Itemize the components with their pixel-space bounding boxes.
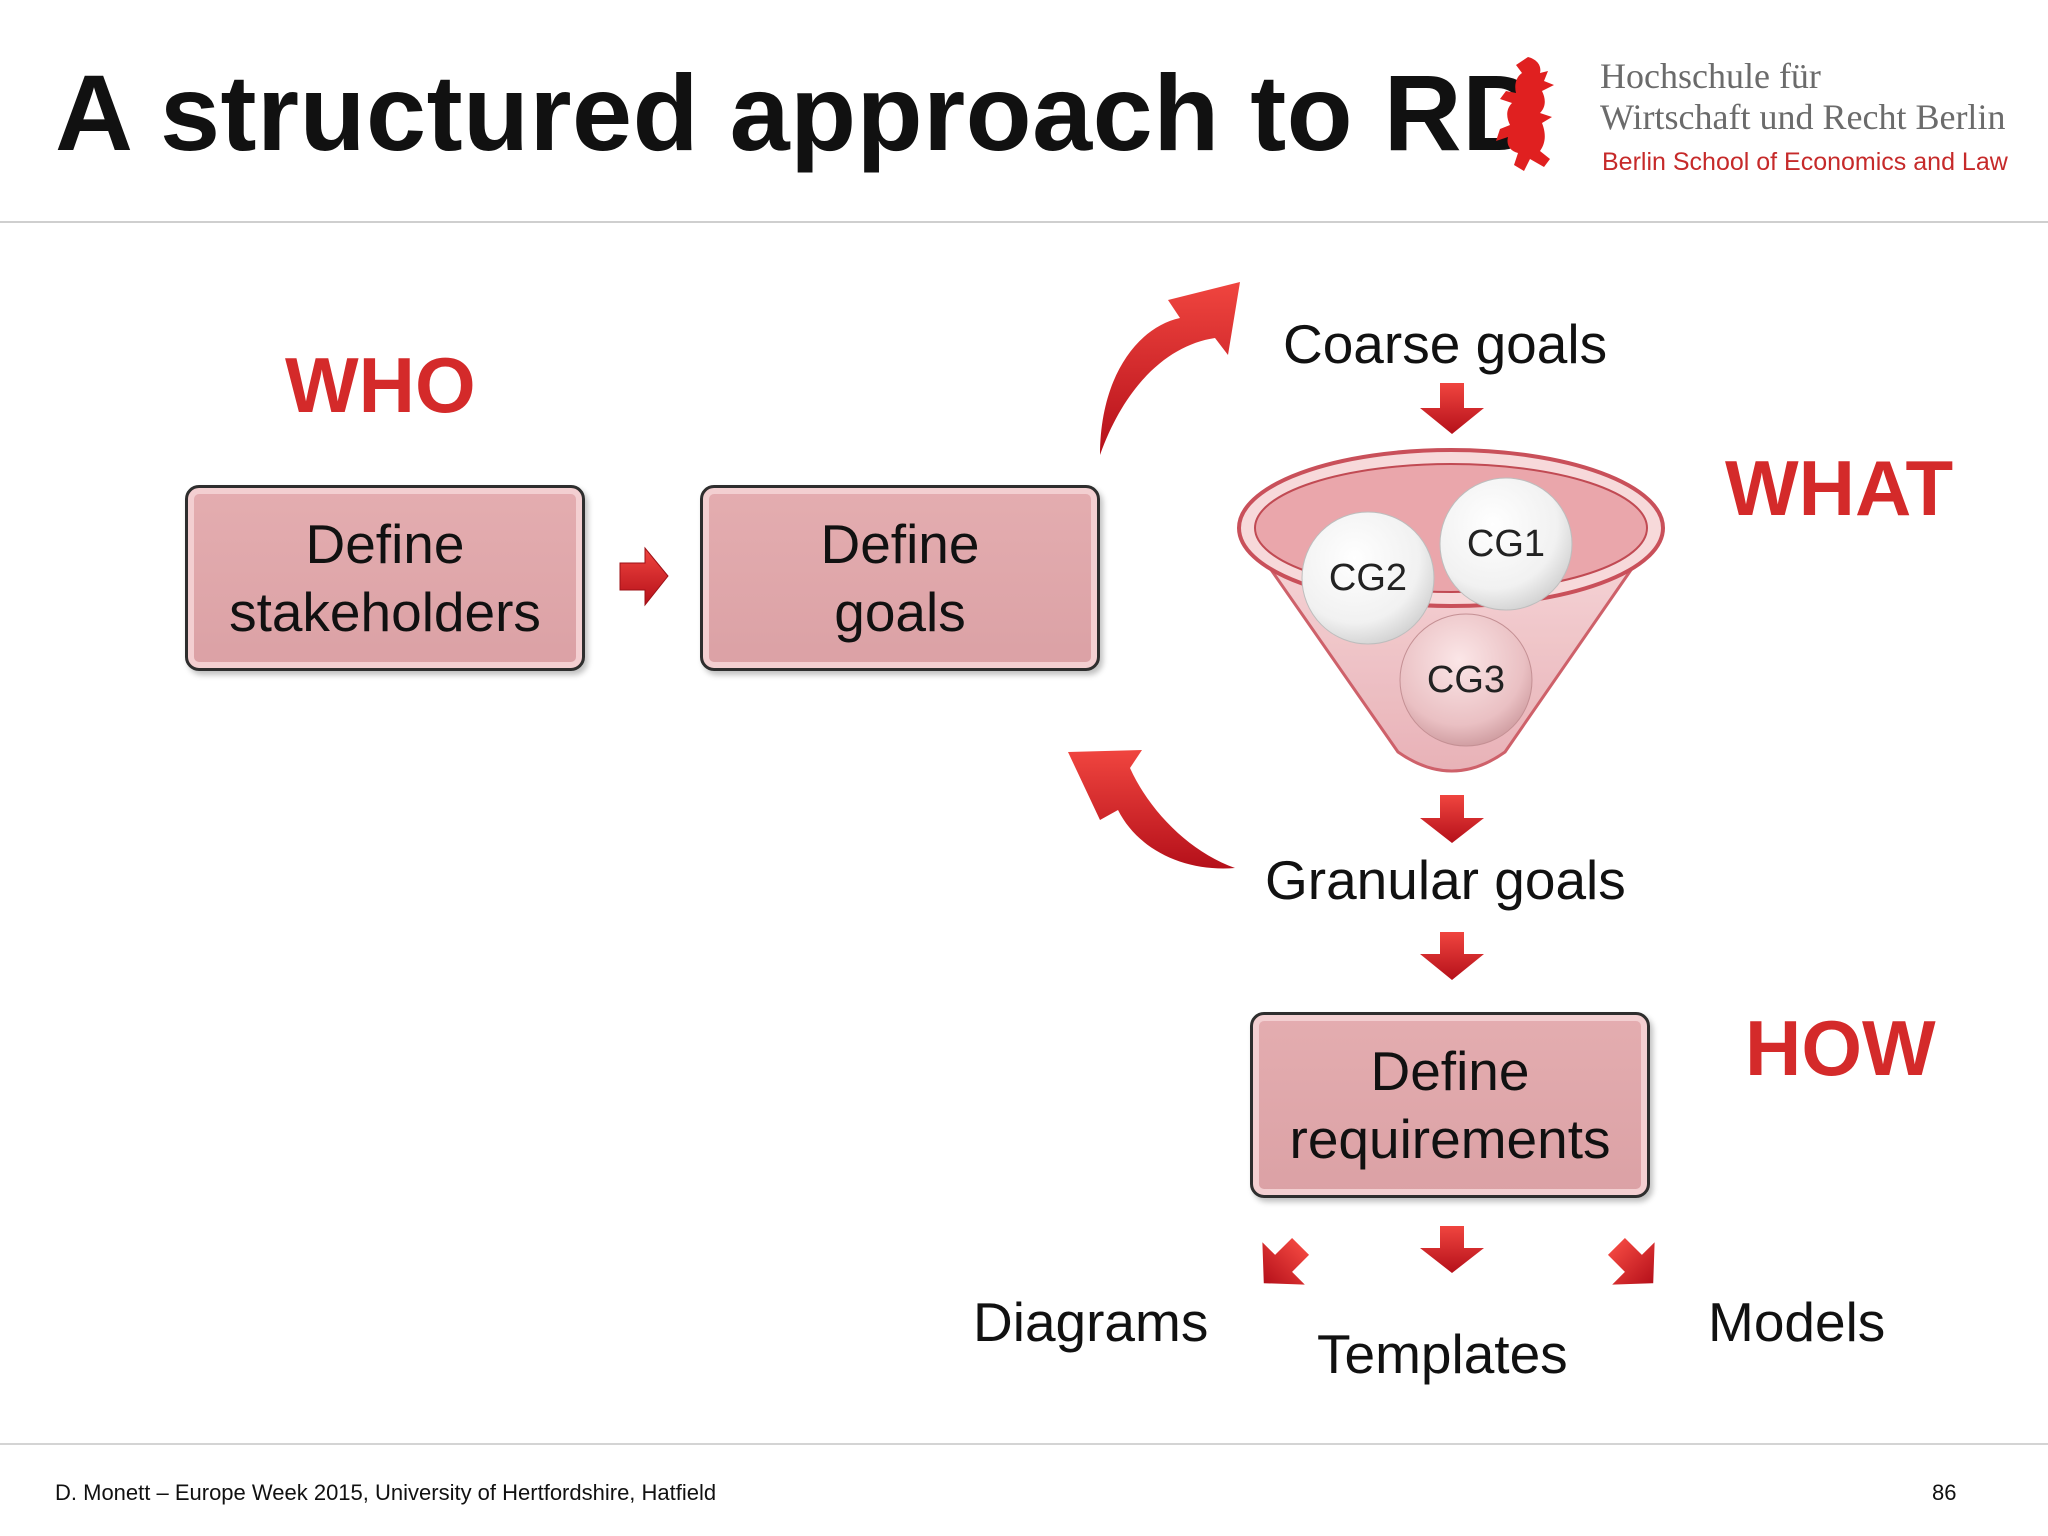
down-arrow-icon — [1420, 383, 1484, 434]
define-requirements-box: Define requirements — [1250, 1012, 1650, 1198]
footer-divider — [0, 1443, 2048, 1445]
down-left-arrow-icon — [1262, 1237, 1310, 1285]
define-goals-box: Define goals — [700, 485, 1100, 671]
box-line: requirements — [1289, 1108, 1611, 1170]
down-arrow-icon — [1420, 795, 1484, 843]
down-arrow-icon — [1420, 932, 1484, 980]
down-arrow-icon — [1420, 1226, 1484, 1273]
box-line: stakeholders — [229, 581, 541, 643]
page-title: A structured approach to RD — [55, 52, 1541, 173]
down-right-arrow-icon — [1607, 1237, 1655, 1285]
logo-line-1: Hochschule für — [1600, 56, 1821, 96]
header-divider — [0, 221, 2048, 223]
ball-label-cg1: CG1 — [1467, 523, 1545, 565]
footer-text: D. Monett – Europe Week 2015, University… — [55, 1480, 717, 1505]
diagrams-label: Diagrams — [973, 1291, 1209, 1353]
box-line: Define — [1370, 1040, 1530, 1102]
who-label: WHO — [285, 341, 476, 429]
page-number: 86 — [1932, 1480, 1957, 1505]
logo-line-2: Wirtschaft und Recht Berlin — [1600, 97, 2006, 137]
granular-goals-label: Granular goals — [1265, 849, 1626, 911]
ball-cg3: CG3 — [1399, 613, 1533, 747]
box-line: goals — [834, 581, 966, 643]
how-label: HOW — [1745, 1004, 1936, 1092]
ball-cg2: CG2 — [1301, 511, 1435, 645]
curved-arrow-back-icon — [1068, 750, 1235, 869]
berlin-bear-icon — [1496, 57, 1554, 171]
models-label: Models — [1708, 1291, 1886, 1353]
logo-line-3: Berlin School of Economics and Law — [1602, 148, 2008, 176]
right-arrow-icon — [619, 546, 669, 607]
coarse-goals-label: Coarse goals — [1283, 313, 1608, 375]
define-stakeholders-box: Define stakeholders — [185, 485, 585, 671]
box-line: Define — [820, 513, 980, 575]
templates-label: Templates — [1317, 1323, 1568, 1385]
ball-label-cg3: CG3 — [1427, 659, 1505, 701]
ball-label-cg2: CG2 — [1329, 557, 1407, 599]
curved-arrow-up-icon — [1100, 282, 1240, 455]
ball-cg1: CG1 — [1439, 477, 1573, 611]
box-line: Define — [305, 513, 465, 575]
what-label: WHAT — [1725, 444, 1954, 532]
